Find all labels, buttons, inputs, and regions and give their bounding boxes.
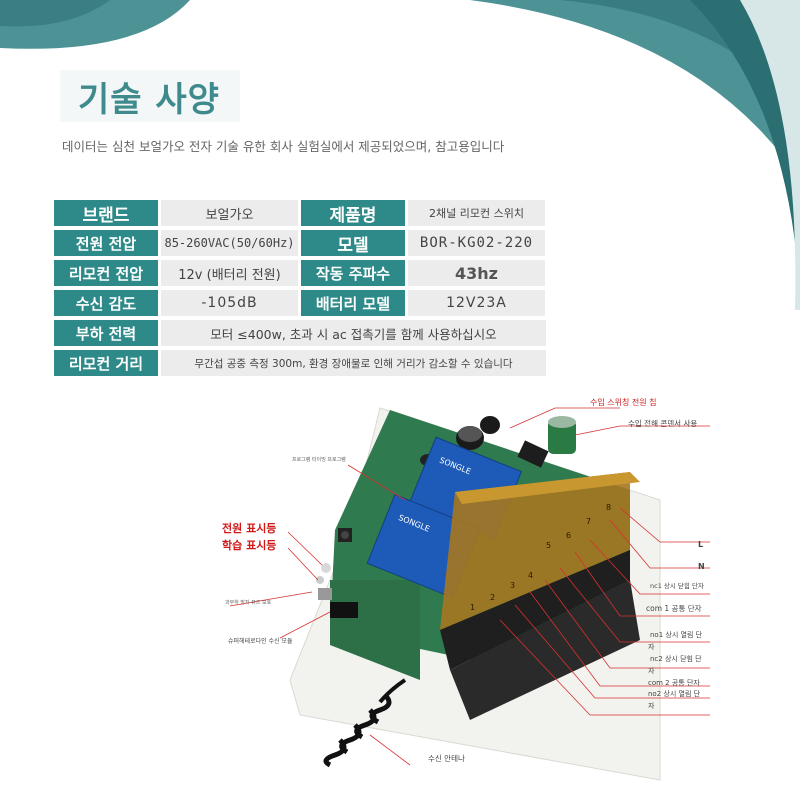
spec-row-voltage: 전원 전압 85-260VAC(50/60Hz) 모델 BOR-KG02-220 <box>54 230 546 256</box>
terminal-number: 5 <box>546 541 551 550</box>
spec-row-load: 부하 전력 모터 ≤400w, 초과 시 ac 접촉기를 함께 사용하십시오 <box>54 320 546 346</box>
terminal-block <box>440 550 630 670</box>
annotation-nc2b: 자 <box>648 667 655 675</box>
spec-value: 85-260VAC(50/60Hz) <box>161 230 298 256</box>
spec-value: 12V23A <box>408 290 545 316</box>
spec-row-brand: 브랜드 보얼가오 제품명 2채널 리모컨 스위치 <box>54 200 546 226</box>
annotation-com1: com 1 공통 단자 <box>646 604 702 613</box>
spec-label: 모델 <box>301 230 405 256</box>
annotation-L: L <box>698 540 704 549</box>
spec-label: 부하 전력 <box>54 320 158 346</box>
annotation-switch-power: 수입 스위칭 전원 칩 <box>590 398 657 407</box>
annotation-receive: 슈퍼헤테로다인 수신 모듈 <box>228 638 293 645</box>
annotation-antenna: 수신 안테나 <box>428 754 465 763</box>
crystal <box>318 588 332 600</box>
annotation-no2b: 자 <box>648 702 655 710</box>
terminal-number: 6 <box>566 531 571 540</box>
annotation-program: 프로그램 타이밍 프로그램 <box>292 457 346 463</box>
annotation-nc2: nc2 상시 닫힘 단 <box>650 655 702 663</box>
learn-led <box>316 576 324 584</box>
page-title: 기술 사양 <box>78 80 220 120</box>
receiver-chip <box>330 602 358 618</box>
spec-value: 43hz <box>408 260 545 286</box>
annotation-N: N <box>698 562 705 571</box>
receiver-board-illustration: SONGLE SONGLE 1 2 3 4 5 6 7 8 <box>229 407 710 781</box>
annotation-no2: no2 상시 열림 단 <box>648 690 701 698</box>
spec-label: 제품명 <box>301 200 405 226</box>
terminal-block-front <box>450 580 640 720</box>
annotation-no1: no1 상시 열림 단 <box>650 631 703 639</box>
terminal-cover-top <box>455 472 640 504</box>
spec-value: 12v (배터리 전원) <box>161 260 298 286</box>
annotation-no1b: 자 <box>648 643 655 651</box>
spec-row-remote-voltage: 리모컨 전압 12v (배터리 전원) 작동 주파수 43hz <box>54 260 546 286</box>
terminal-number: 8 <box>606 503 611 512</box>
spec-label: 전원 전압 <box>54 230 158 256</box>
spec-label: 리모컨 거리 <box>54 350 158 376</box>
capacitor-green-top <box>548 416 576 428</box>
annotation-com2: com 2 공통 단자 <box>648 679 700 687</box>
annotation-protection: 과부하 방지 퓨즈 보호 <box>225 600 272 606</box>
spec-label: 수신 감도 <box>54 290 158 316</box>
antenna-spring <box>323 693 392 768</box>
spec-label: 배터리 모델 <box>301 290 405 316</box>
terminal-number: 4 <box>528 571 533 580</box>
annotation-capacitor: 수입 전해 콘덴서 사용 <box>628 419 698 428</box>
terminal-cover <box>440 472 630 630</box>
learn-button-cap <box>341 531 349 539</box>
terminal-number: 3 <box>510 581 515 590</box>
terminal-number: 1 <box>470 603 475 612</box>
power-led <box>321 563 331 573</box>
terminal-number: 2 <box>490 593 495 602</box>
power-chip <box>517 440 549 468</box>
annotation-nc1: nc1 상시 닫힘 단자 <box>650 582 704 590</box>
terminal-numbers: 1 2 3 4 5 6 7 8 <box>470 503 611 612</box>
annotation-learn-led: 학습 표시등 <box>222 539 277 552</box>
annotation-power-led: 전원 표시등 <box>222 522 277 535</box>
capacitor-top <box>458 426 482 442</box>
leader-lines <box>229 407 710 766</box>
spec-label: 리모컨 전압 <box>54 260 158 286</box>
spec-table: 브랜드 보얼가오 제품명 2채널 리모컨 스위치 전원 전압 85-260VAC… <box>54 200 546 380</box>
page-subtitle: 데이터는 심천 보얼가오 전자 기술 유한 회사 실험실에서 제공되었으며, 참… <box>62 139 505 154</box>
spec-value: 보얼가오 <box>161 200 298 226</box>
antenna-wire <box>378 678 407 704</box>
spec-value: BOR-KG02-220 <box>408 230 545 256</box>
spec-value: 무간섭 공중 측정 300m, 환경 장애물로 인해 거리가 감소할 수 있습니… <box>161 350 546 376</box>
spec-value: 2채널 리모컨 스위치 <box>408 200 545 226</box>
capacitor-green <box>548 420 576 454</box>
terminal-number: 7 <box>586 517 591 526</box>
spec-row-sensitivity: 수신 감도 -105dB 배터리 모델 12V23A <box>54 290 546 316</box>
spec-value: 모터 ≤400w, 초과 시 ac 접촉기를 함께 사용하십시오 <box>161 320 546 346</box>
spec-label: 작동 주파수 <box>301 260 405 286</box>
spec-row-distance: 리모컨 거리 무간섭 공중 측정 300m, 환경 장애물로 인해 거리가 감소… <box>54 350 546 376</box>
capacitor-small <box>480 416 500 434</box>
spec-label: 브랜드 <box>54 200 158 226</box>
spec-value: -105dB <box>161 290 298 316</box>
